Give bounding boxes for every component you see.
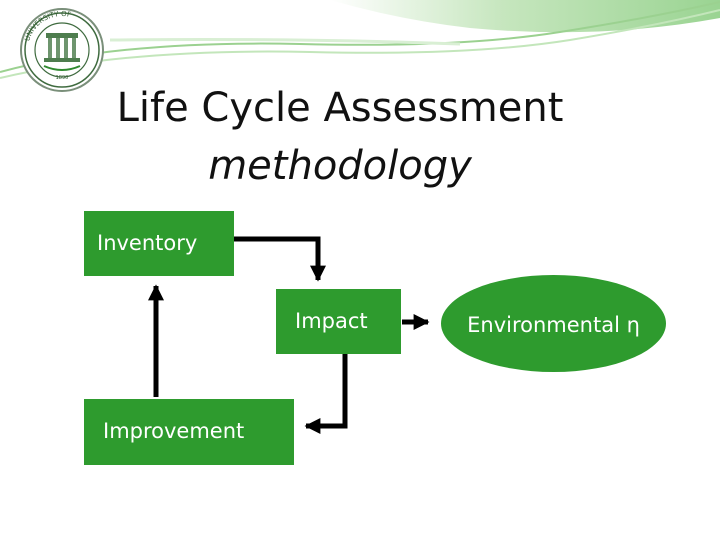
slide-title-line2: methodology [208,143,472,189]
inventory-box: Inventory [84,211,234,276]
improvement-box: Improvement [84,399,294,465]
impact-label: Impact [295,309,368,333]
environmental-label: Environmental η [467,313,640,337]
arrow-inventory-to-impact [234,236,327,282]
impact-box: Impact [276,289,401,354]
slide-title-line1: Life Cycle Assessment [116,85,564,131]
arrow-impact-to-improvement [304,354,348,435]
environmental-ellipse: Environmental η [441,275,666,372]
improvement-label: Improvement [103,419,245,443]
svg-text:1890: 1890 [56,75,69,81]
inventory-label: Inventory [97,231,198,255]
